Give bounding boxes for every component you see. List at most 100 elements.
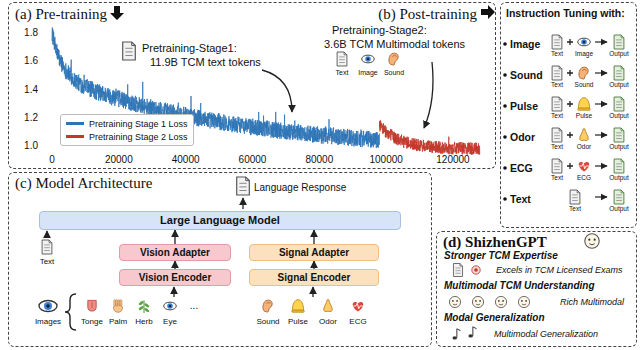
output-icon-part [621,35,624,38]
icon-caption: Output [609,174,629,181]
doc-icon-part [455,268,460,269]
icon-caption: Pulse [576,112,592,119]
legend-text: Pretraining Stage 1 Loss [89,119,188,129]
feature-heading: Modal Generalization [444,312,545,324]
doc-icon-part [577,190,580,193]
face-icon [585,234,599,248]
legend-swatch [66,135,84,138]
doc-icon-part [552,35,562,49]
icon-caption: Image [358,69,377,77]
eye-icon [578,38,591,46]
output-icon-part [616,39,622,40]
flow-connector [313,230,314,244]
icon-caption: Text [551,81,563,88]
doc-icon-part [125,51,132,52]
output-icon-part [616,138,622,139]
icon-caption: Tonge [81,317,103,326]
output-icon-part [621,97,624,100]
flow-connector [313,261,314,269]
icon-caption: Text [569,205,581,212]
axis-tick: 60000 [239,154,267,166]
eye-icon [362,55,375,63]
output-icon [614,159,624,173]
doc-icon-part [337,52,347,66]
box-label: Vision Adapter [140,247,210,259]
eye-icon [164,302,177,310]
output-icon-part [616,42,622,43]
modality-name: ECG [510,162,533,174]
modality-name: Odor [510,131,535,143]
axis-tick: 120000 [436,154,469,166]
ear-icon [263,300,272,312]
doc-icon-part [554,42,560,43]
doc-icon-part [237,177,250,195]
icon-caption: Image [575,50,593,57]
ear-icon-part [393,55,397,57]
panel-heading: Instruction Tuning with: [506,7,625,19]
doc-icon-part [42,240,52,254]
doc-icon-part [554,166,560,167]
output-icon-part [616,101,622,102]
annotation-arrow [262,70,292,112]
doc-icon-part [344,52,347,55]
icon-caption: Odor [577,143,591,150]
doc-icon [552,128,562,142]
face-icon-part [594,239,596,241]
doc-icon-part [554,104,560,105]
icon-caption: Output [609,143,629,150]
ellipsis: ... [190,300,198,312]
output-icon [614,190,624,204]
seal-icon-part [472,266,480,274]
face-icon-part [472,296,483,307]
doc-icon-part [246,177,250,181]
pulse-icon-part [292,300,303,311]
icon-caption: ECG [577,174,591,181]
icon-caption: Odor [319,317,337,326]
doc-icon [552,35,562,49]
note-icon-part [473,327,477,336]
doc-icon-part [572,194,578,195]
panel-heading: (c) Model Architecture [15,175,152,192]
modality-name: Sound [510,69,543,81]
doc-icon-part [455,273,460,274]
doc-icon-part [554,70,560,71]
herb-icon [138,300,150,313]
doc-icon-part [559,66,562,69]
icon-caption: Images [35,317,61,326]
ear-icon-part [583,69,587,71]
legend-entry: Pretraining Stage 2 Loss [66,130,188,143]
output-icon-part [614,159,624,173]
annotation-arrow [424,62,433,128]
panel-heading: (b) Post-training [378,6,477,23]
herb-icon-part [144,300,145,313]
doc-icon-part [453,264,462,277]
bullet [503,73,507,77]
modality-name: Text [510,193,531,205]
pulse-icon-part [578,108,591,110]
palm-icon-part [116,300,118,306]
feature-note: Multimodal Generalization [494,329,598,339]
nose-icon-part [324,300,333,312]
loss-plot [52,28,480,155]
pulse-icon-part [292,310,305,312]
face-icon-part [525,300,527,302]
doc-icon-part [339,59,345,60]
output-icon-part [621,128,624,131]
icon-caption: Output [609,205,629,212]
doc-icon-part [460,264,463,267]
doc-icon-part [239,183,246,184]
face-icon [495,296,506,307]
output-icon-part [614,66,624,80]
note-icon [452,329,460,340]
note-icon-part [452,336,457,339]
output-icon-part [621,159,624,162]
plus-sign [567,70,573,76]
input-arrow [312,287,313,297]
axis-tick: 40000 [172,154,200,166]
flow-arrow [595,103,607,104]
input-arrow [173,287,174,297]
modality-name: Pulse [510,100,538,112]
plus-sign [567,39,573,45]
